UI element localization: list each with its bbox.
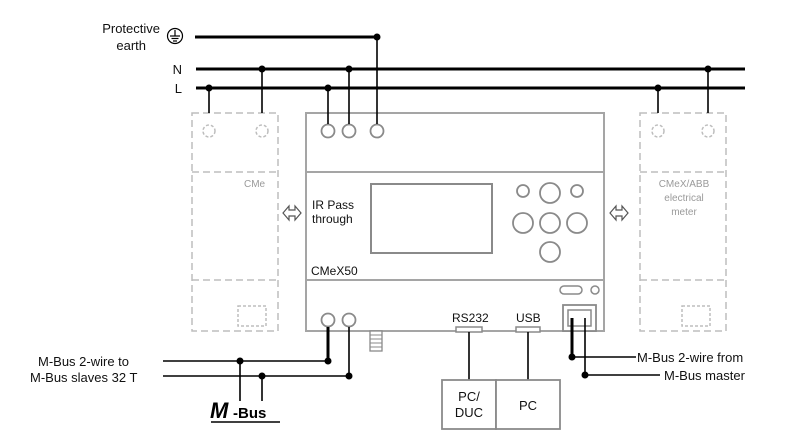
pc-duc-label-2: DUC: [455, 405, 483, 420]
pc-duc-box: [441, 379, 497, 430]
cmex50-device: IR Pass through CMeX50 RS232 USB: [305, 112, 605, 352]
ir-pass-label-2: through: [312, 212, 353, 226]
mbus-slave-terminal-1: [320, 312, 336, 328]
lcd-display: [370, 183, 493, 254]
line-label: L: [175, 81, 182, 96]
mbus-from-label-1: M-Bus 2-wire from: [637, 350, 743, 365]
double-arrow-icon: [282, 204, 302, 222]
pc-label: PC: [519, 398, 537, 413]
cmex-abb-port: [681, 305, 711, 327]
cmex-abb-label-2: electrical: [664, 193, 703, 204]
power-terminal-l: [320, 123, 336, 139]
cme-port: [237, 305, 267, 327]
protective-earth-label-1: Protective: [102, 21, 160, 36]
cmex-abb-label-1: CMeX/ABB: [659, 179, 710, 190]
mbus-logo-m: M: [210, 398, 229, 423]
slide-switch[interactable]: [559, 285, 583, 295]
button-right[interactable]: [566, 212, 588, 234]
cmex-abb-ghost-device: CMeX/ABB electrical meter: [639, 112, 727, 332]
cme-ghost-device: CMe: [191, 112, 279, 332]
protective-earth-label-2: earth: [116, 38, 146, 53]
button-small-right[interactable]: [570, 184, 584, 198]
pc-box: [495, 379, 561, 430]
button-left[interactable]: [512, 212, 534, 234]
power-terminal-pe: [369, 123, 385, 139]
cme-terminal-1: [202, 124, 216, 138]
rs232-label: RS232: [452, 311, 489, 325]
cme-terminal-2: [255, 124, 269, 138]
pc-connections: [441, 332, 561, 430]
cme-label: CMe: [244, 179, 266, 190]
cmex-abb-outline: [639, 112, 727, 332]
mbus-to-label-2: M-Bus slaves 32 T: [30, 370, 137, 385]
rs232-port[interactable]: [455, 326, 483, 333]
button-up[interactable]: [539, 182, 561, 204]
cmex-abb-terminal-2: [701, 124, 715, 138]
power-terminal-n: [341, 123, 357, 139]
mbus-slave-terminal-2: [341, 312, 357, 328]
button-ok[interactable]: [539, 212, 561, 234]
protective-earth-icon: [166, 27, 184, 45]
ir-pass-label-1: IR Pass: [312, 198, 354, 212]
button-down[interactable]: [539, 241, 561, 263]
usb-label: USB: [516, 311, 541, 325]
mbus-logo: M -Bus: [210, 398, 280, 423]
mbus-master-wiring: [568, 318, 660, 379]
pc-duc-label-1: PC/: [458, 389, 480, 404]
usb-port[interactable]: [515, 326, 541, 333]
button-small-left[interactable]: [516, 184, 530, 198]
mbus-from-label-2: M-Bus master: [664, 368, 746, 383]
cmex-abb-terminal-1: [651, 124, 665, 138]
pe-junction: [373, 33, 381, 41]
device-name-label: CMeX50: [311, 264, 358, 278]
cme-outline: [191, 112, 279, 332]
indicator-hole: [590, 285, 600, 295]
antenna-connector: [369, 330, 383, 352]
mbus-logo-text: -Bus: [233, 405, 266, 422]
cmex-abb-label-3: meter: [671, 207, 697, 218]
mbus-to-label-1: M-Bus 2-wire to: [38, 354, 129, 369]
supply-wiring: [195, 33, 745, 124]
double-arrow-icon: [609, 204, 629, 222]
mbus-slave-wiring: [163, 327, 353, 401]
neutral-label: N: [173, 62, 182, 77]
